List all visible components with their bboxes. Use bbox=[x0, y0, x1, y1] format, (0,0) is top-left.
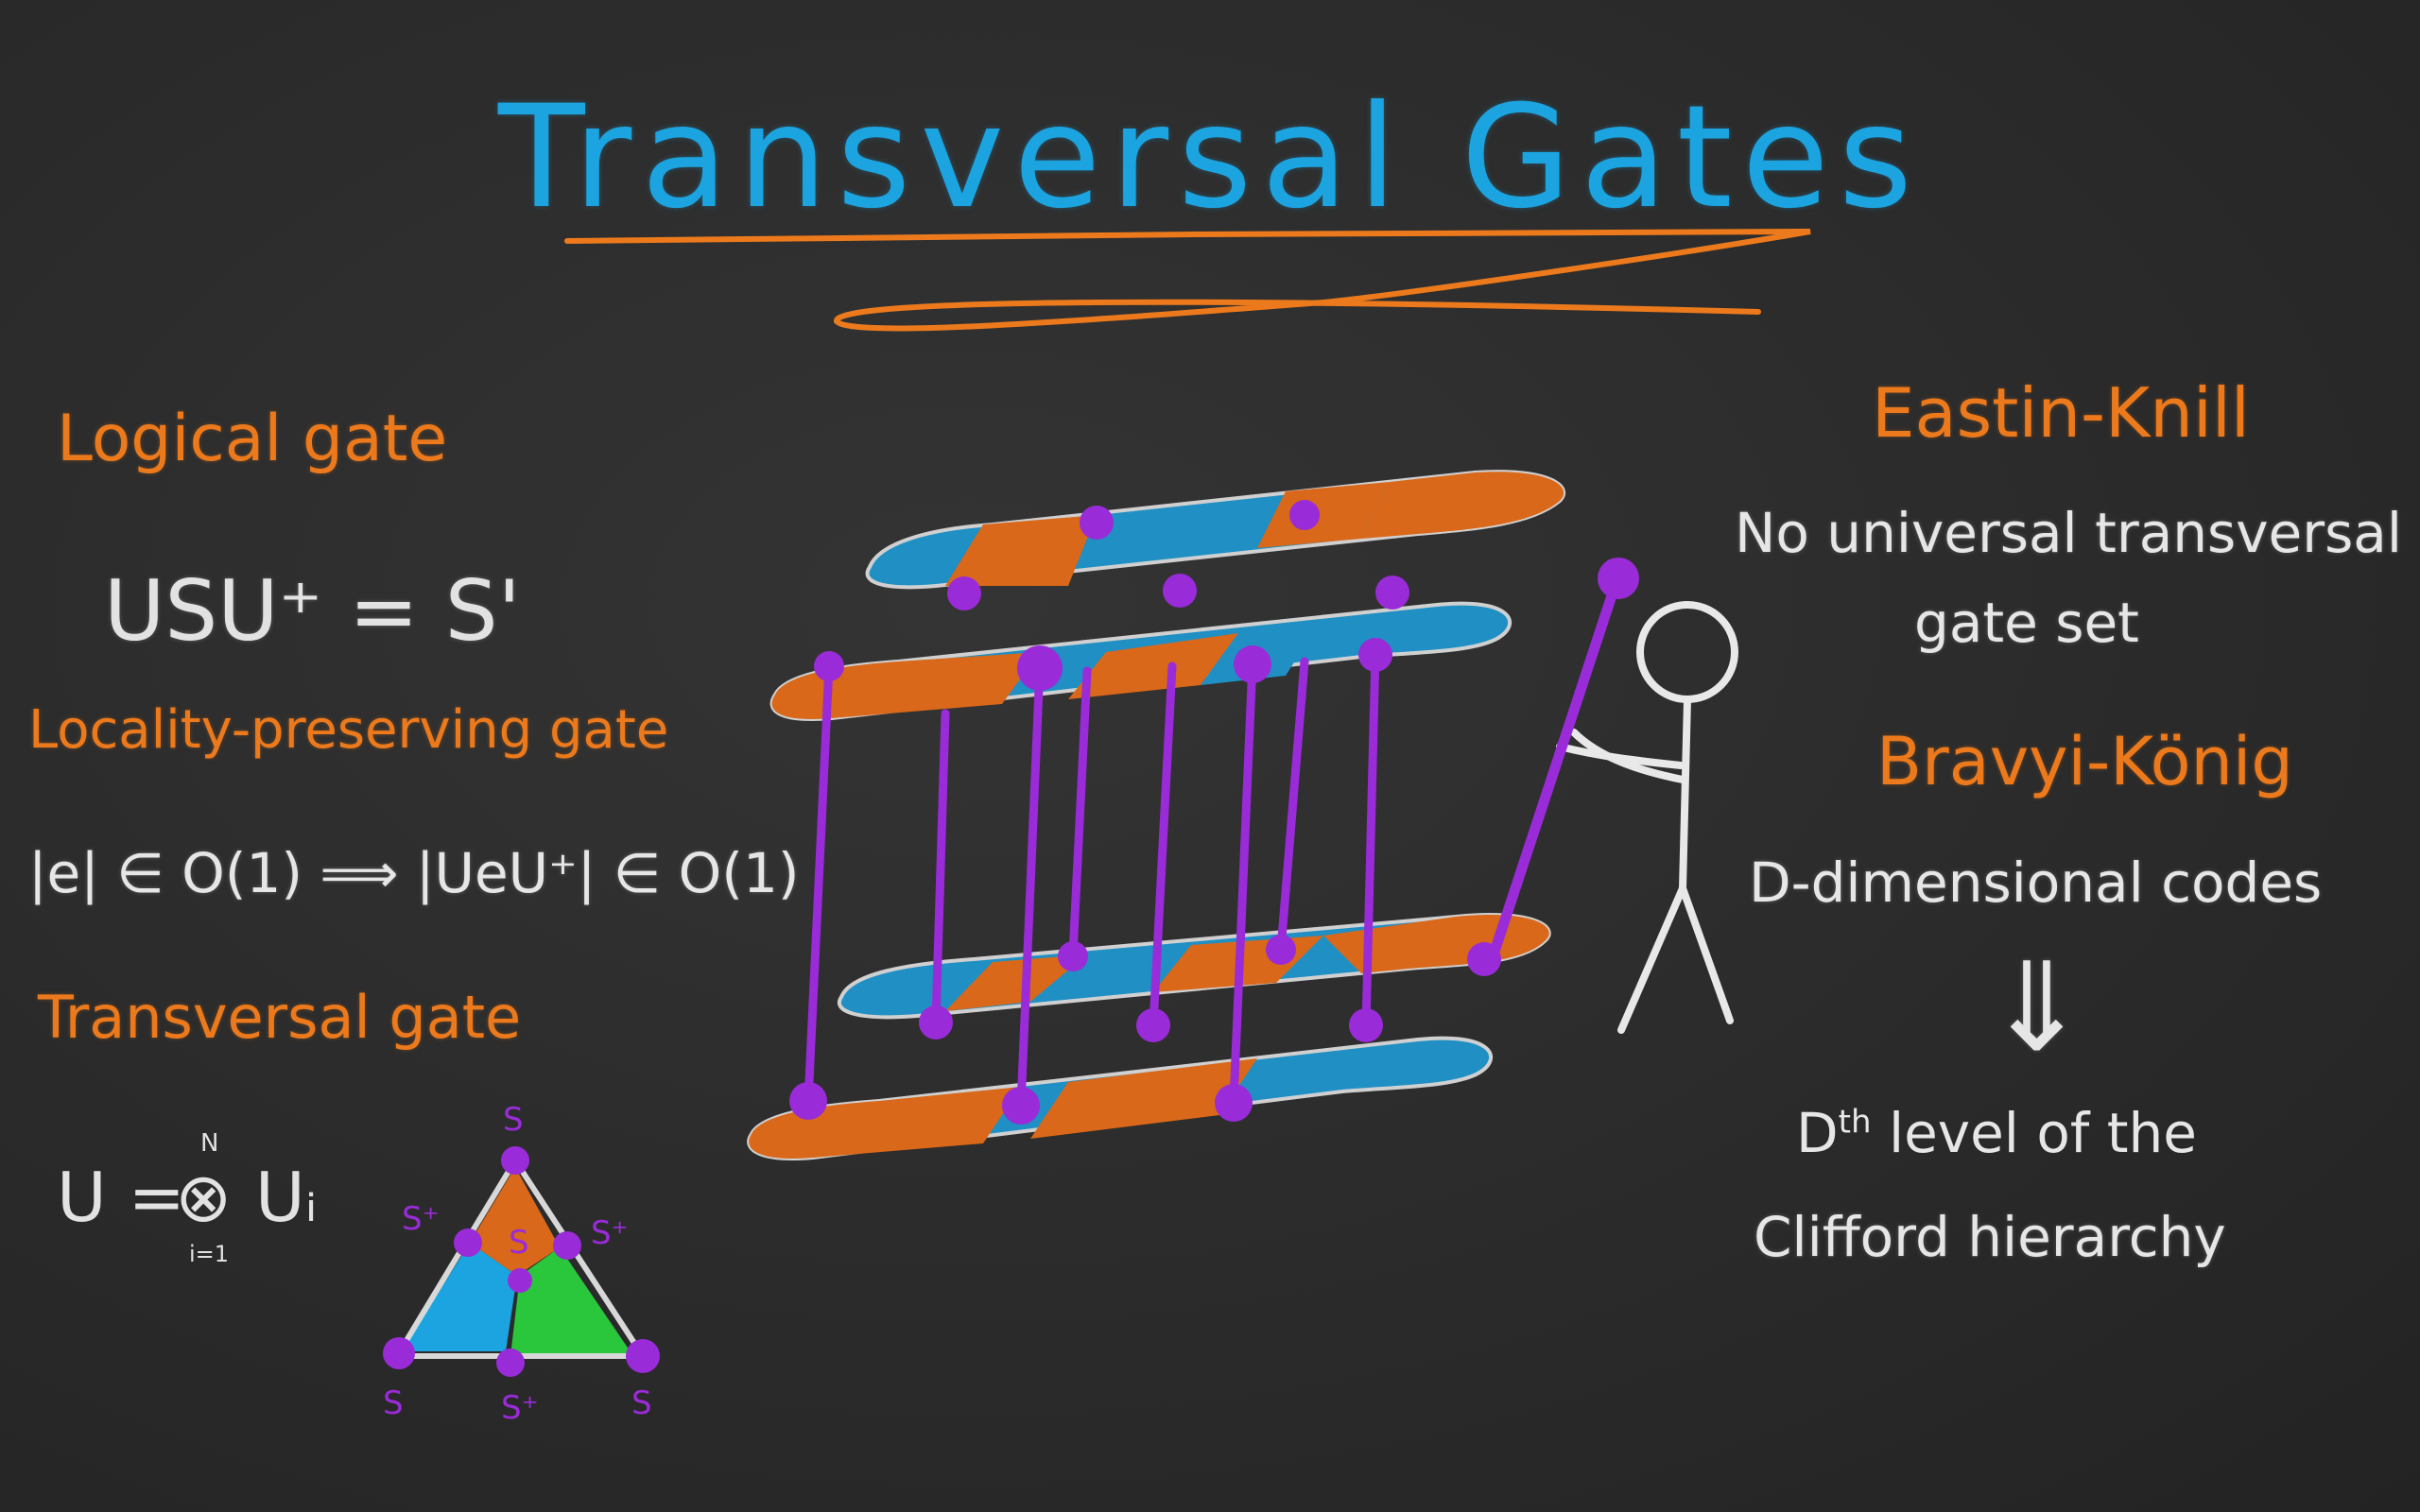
tensor-product-upper: N bbox=[200, 1129, 219, 1158]
triangle-label-left-mid: S⁺ bbox=[402, 1200, 440, 1238]
wand-tip bbox=[1598, 558, 1639, 599]
tensor-product-lower: i=1 bbox=[189, 1241, 230, 1267]
triangle-label-bottom-left: S bbox=[383, 1384, 404, 1422]
logical-gate-equation: USU⁺ = S' bbox=[104, 562, 521, 660]
eastin-knill-heading: Eastin-Knill bbox=[1872, 373, 2250, 453]
bravyi-konig-heading: Bravyi-König bbox=[1876, 723, 2293, 800]
transversal-gate-heading: Transversal gate bbox=[38, 983, 522, 1052]
eastin-knill-line2: gate set bbox=[1914, 591, 2139, 655]
triangle-label-bottom-right: S bbox=[631, 1384, 652, 1422]
title-underline bbox=[564, 229, 1811, 332]
page-title: Transversal Gates bbox=[498, 76, 1922, 240]
eastin-knill-line1: No universal transversal bbox=[1735, 501, 2402, 565]
transversal-eq-lhs: U = bbox=[57, 1158, 185, 1237]
triangle-label-center: S bbox=[509, 1224, 529, 1262]
implies-arrow-icon: ⇓ bbox=[1985, 936, 2088, 1079]
clifford-line1-rest: level of the bbox=[1871, 1101, 2197, 1165]
locality-heading: Locality-preserving gate bbox=[28, 699, 669, 761]
clifford-d: D bbox=[1796, 1101, 1839, 1165]
clifford-line2: Clifford hierarchy bbox=[1754, 1205, 2226, 1269]
qubit-dots bbox=[789, 500, 1501, 1125]
upper-code-lattice bbox=[769, 470, 1566, 721]
triangle-color-code bbox=[383, 1146, 660, 1377]
clifford-line1: Dth level of the bbox=[1796, 1101, 2197, 1165]
stick-figure bbox=[1556, 601, 1738, 1034]
bravyi-konig-line1: D-dimensional codes bbox=[1749, 850, 2323, 915]
triangle-label-top: S bbox=[503, 1101, 524, 1139]
triangle-label-bottom-mid: S⁺ bbox=[501, 1389, 539, 1427]
transversal-links bbox=[804, 647, 1380, 1110]
wand bbox=[1488, 576, 1622, 960]
transversal-eq-rhs: Uᵢ bbox=[255, 1158, 318, 1237]
clifford-sup: th bbox=[1838, 1103, 1872, 1142]
tensor-product-icon: ⊗ bbox=[175, 1158, 233, 1237]
locality-equation: |e| ∈ O(1) ⟹ |UeU⁺| ∈ O(1) bbox=[28, 841, 800, 905]
logical-gate-heading: Logical gate bbox=[57, 402, 448, 476]
triangle-label-right-mid: S⁺ bbox=[591, 1214, 629, 1252]
